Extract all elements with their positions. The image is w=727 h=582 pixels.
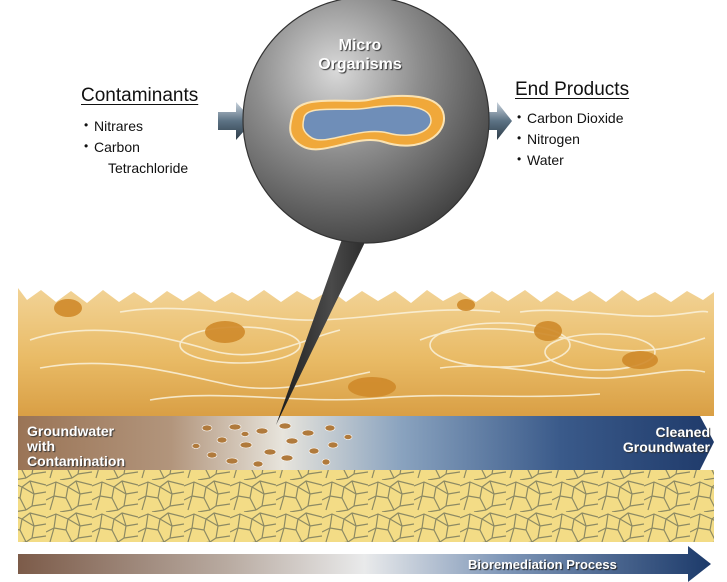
label-line: Cleaned: [600, 425, 710, 440]
label-line: Contamination: [27, 454, 125, 469]
aquifer-gravel: [18, 470, 714, 542]
bioremediation-process-label: Bioremediation Process: [468, 557, 617, 572]
contaminants-list: Nitrares Carbon Tetrachloride: [84, 116, 224, 179]
list-item: Water: [517, 150, 624, 171]
soil-layer: [18, 288, 714, 416]
cleaned-groundwater-label: Cleaned Groundwater: [600, 425, 710, 455]
title-line-1: Micro: [295, 36, 425, 55]
end-products-list: Carbon Dioxide Nitrogen Water: [517, 108, 624, 171]
label-line: Groundwater: [27, 424, 125, 439]
contaminants-heading: Contaminants: [81, 85, 198, 107]
microorganisms-title: Micro Organisms: [295, 36, 425, 74]
list-item: Nitrogen: [517, 129, 624, 150]
label-line: with: [27, 439, 125, 454]
list-item-line: Tetrachloride: [94, 158, 224, 179]
list-item: Carbon Tetrachloride: [84, 137, 224, 179]
label-line: Groundwater: [600, 440, 710, 455]
list-item: Carbon Dioxide: [517, 108, 624, 129]
contaminated-groundwater-label: Groundwater with Contamination: [27, 424, 125, 469]
list-item-line: Carbon: [94, 137, 224, 158]
title-line-2: Organisms: [295, 55, 425, 74]
list-item: Nitrares: [84, 116, 224, 137]
end-products-heading: End Products: [515, 79, 629, 101]
